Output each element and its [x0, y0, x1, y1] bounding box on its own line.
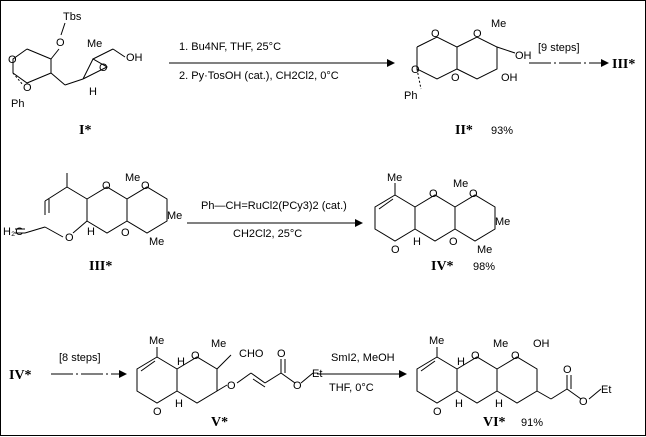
atom-oh: OH: [126, 52, 143, 64]
atom-h: H: [175, 398, 183, 410]
structure-V: Me O O H H Me CHO O O O Et: [136, 335, 322, 418]
atom-me: Me: [125, 172, 140, 184]
structure-VI: Me O O O H H H Me OH O O Et: [416, 335, 611, 418]
atom-me: Me: [211, 338, 226, 350]
compound-label-II: II*: [455, 123, 473, 138]
atom-o: O: [23, 82, 32, 94]
compound-label-VI: VI*: [483, 415, 506, 430]
atom-me: Me: [493, 338, 508, 350]
atom-o: O: [511, 350, 520, 362]
atom-h: H: [495, 398, 503, 410]
atom-o: O: [471, 350, 480, 362]
atom-o: O: [451, 72, 460, 84]
compound-label-I: I*: [79, 123, 91, 138]
atom-oh: OH: [533, 338, 550, 350]
atom-o: O: [411, 64, 420, 76]
compound-label-IV: IV*: [431, 259, 454, 274]
compound-label-IV-start: IV*: [9, 368, 32, 383]
yield-VI: 91%: [521, 417, 543, 429]
conditions-step-1: 1. Bu4NF, THF, 25°C: [179, 41, 281, 53]
atom-h: H: [455, 398, 463, 410]
atom-o: O: [433, 406, 442, 418]
compound-label-III: III*: [89, 259, 112, 274]
atom-tbs: Tbs: [63, 11, 82, 23]
conditions-step-2: 2. Py·TosOH (cat.), CH2Cl2, 0°C: [179, 70, 339, 82]
atom-oh: OH: [501, 72, 518, 84]
atom-o: O: [449, 236, 458, 248]
atom-me: Me: [453, 178, 468, 190]
atom-h: H: [457, 356, 465, 368]
compound-label-III-target: III*: [612, 57, 635, 72]
structure-III: O O O Me Me Me H O H₂C: [3, 172, 182, 248]
atom-o: O: [429, 188, 438, 200]
atom-me: Me: [149, 236, 164, 248]
atom-me: Me: [87, 38, 102, 50]
atom-h: H: [87, 226, 95, 238]
multistep-label-8: [8 steps]: [59, 352, 101, 364]
atom-o: O: [579, 396, 588, 408]
atom-cho: CHO: [239, 348, 264, 360]
atom-o: O: [56, 37, 65, 49]
atom-me: Me: [429, 335, 444, 347]
conditions-solvent: CH2Cl2, 25°C: [233, 228, 302, 240]
atom-o: O: [65, 232, 74, 244]
atom-h: H: [177, 356, 185, 368]
atom-o: O: [102, 180, 111, 192]
compound-label-V: V*: [211, 415, 228, 430]
atom-o: O: [99, 62, 108, 74]
atom-o: O: [469, 188, 478, 200]
atom-o: O: [391, 244, 400, 256]
yield-IV: 98%: [473, 261, 495, 273]
atom-me: Me: [477, 244, 492, 256]
atom-o: O: [227, 380, 236, 392]
atom-me: Me: [149, 335, 164, 347]
atom-me: Me: [167, 210, 182, 222]
multistep-label-9: [9 steps]: [538, 42, 580, 54]
atom-h: H: [413, 236, 421, 248]
atom-o: O: [8, 54, 17, 66]
atom-o: O: [431, 28, 440, 40]
atom-me: Me: [387, 172, 402, 184]
structure-I: Tbs O O O Ph O Me OH H: [8, 11, 143, 110]
conditions-smi2: SmI2, MeOH: [331, 352, 395, 364]
atom-h: H: [89, 86, 97, 98]
conditions-catalyst: Ph—CH=RuCl2(PCy3)2 (cat.): [201, 200, 347, 212]
atom-o: O: [293, 380, 302, 392]
atom-et: Et: [601, 384, 611, 396]
yield-II: 93%: [491, 125, 513, 137]
atom-o: O: [277, 348, 286, 360]
atom-me: Me: [491, 18, 506, 30]
atom-o: O: [153, 406, 162, 418]
atom-o: O: [563, 364, 572, 376]
atom-o: O: [141, 180, 150, 192]
structure-IV: Me O O O O Me Me Me H: [374, 172, 510, 256]
atom-o: O: [121, 227, 130, 239]
conditions-thf: THF, 0°C: [329, 382, 374, 394]
atom-o: O: [473, 28, 482, 40]
atom-ph: Ph: [404, 90, 417, 102]
atom-me: Me: [495, 216, 510, 228]
atom-o: O: [191, 350, 200, 362]
atom-oh: OH: [515, 50, 532, 62]
structure-II: O O O O Ph Me OH OH: [404, 18, 532, 102]
atom-ph: Ph: [11, 98, 24, 110]
atom-h2c: H₂C: [3, 226, 23, 238]
